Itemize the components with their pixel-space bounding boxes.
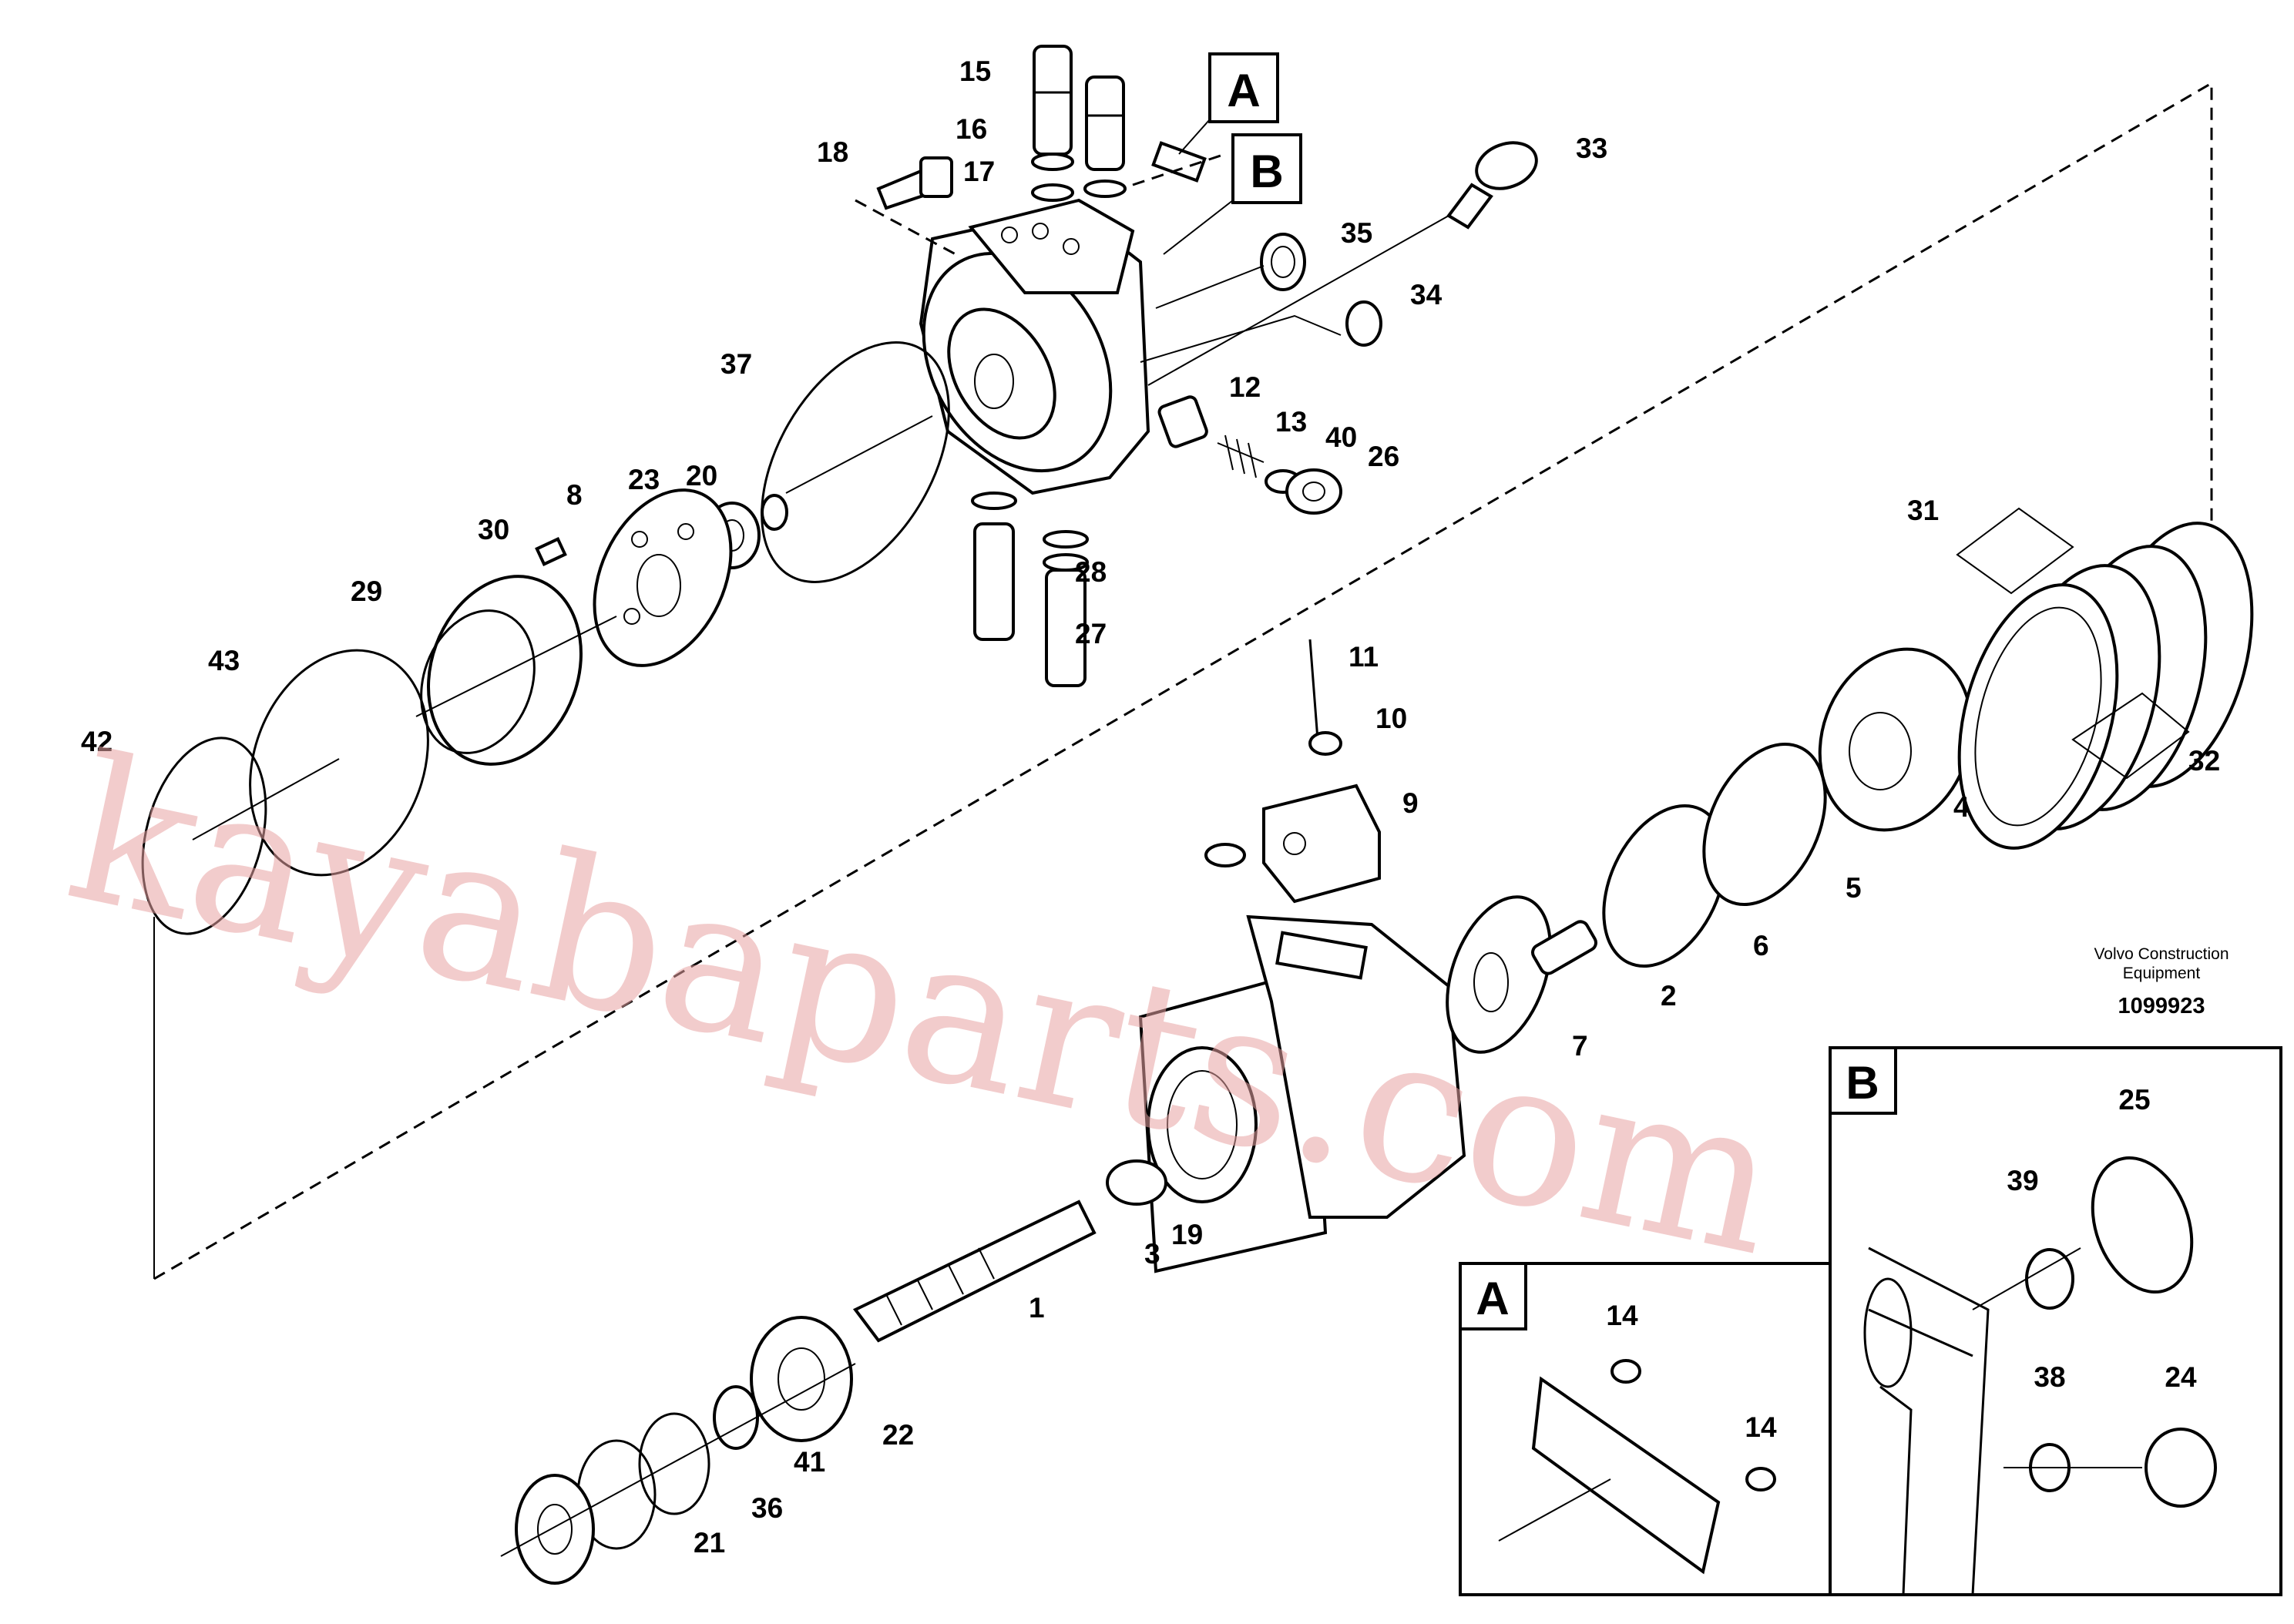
part-label: 18 bbox=[817, 136, 848, 168]
part-label: 22 bbox=[882, 1419, 914, 1451]
main-housing-group bbox=[500, 639, 1973, 1585]
detail-a-title: A bbox=[1476, 1273, 1509, 1324]
part-label: 23 bbox=[628, 464, 660, 495]
part-label: 10 bbox=[1375, 703, 1407, 734]
callout-b-label: B bbox=[1250, 146, 1283, 197]
part-label: 34 bbox=[1410, 279, 1443, 310]
assembly-axis-dashed bbox=[153, 81, 2213, 1280]
part-label: 27 bbox=[1075, 618, 1107, 649]
detail-b-label-0: 25 bbox=[2118, 1084, 2150, 1116]
brake-disc-pack bbox=[1956, 507, 2254, 850]
part-label: 7 bbox=[1572, 1030, 1588, 1062]
part-number-labels: 1 2 3 4 5 6 7 8 9 10 11 12 13 14 15 16 1… bbox=[81, 55, 2220, 1559]
part-label: 37 bbox=[720, 348, 752, 380]
detail-b-title: B bbox=[1846, 1057, 1879, 1109]
part-label: 19 bbox=[1171, 1219, 1203, 1250]
part-label: 29 bbox=[351, 575, 382, 607]
callout-a-box bbox=[1208, 52, 1279, 123]
detail-b-panel: B 25 39 38 24 bbox=[1829, 1046, 2282, 1596]
document-number: 1099923 bbox=[2118, 994, 2205, 1018]
valve-head-group bbox=[855, 45, 1538, 687]
part-label: 4 bbox=[1953, 791, 1970, 823]
part-label: 26 bbox=[1368, 441, 1399, 472]
credit-line-2: Equipment bbox=[2123, 965, 2201, 982]
part-label: 17 bbox=[963, 156, 995, 187]
part-label: 30 bbox=[478, 514, 509, 545]
detail-b-label-2: 38 bbox=[2034, 1361, 2065, 1393]
part-label: 28 bbox=[1075, 556, 1107, 588]
part-label: 13 bbox=[1275, 406, 1307, 438]
detail-a-label-0: 14 bbox=[1606, 1300, 1638, 1331]
callout-b-box bbox=[1231, 133, 1302, 204]
part-label: 42 bbox=[81, 726, 113, 757]
part-label: 43 bbox=[208, 645, 240, 676]
part-label: 11 bbox=[1349, 641, 1379, 673]
part-label: 33 bbox=[1576, 133, 1607, 164]
part-label: 5 bbox=[1846, 872, 1862, 904]
part-label: 16 bbox=[956, 113, 987, 145]
part-label: 41 bbox=[794, 1446, 825, 1478]
part-label: 3 bbox=[1144, 1238, 1160, 1270]
part-label: 1 bbox=[1029, 1292, 1045, 1324]
part-label: 12 bbox=[1229, 371, 1261, 403]
part-label: 40 bbox=[1325, 421, 1357, 453]
part-label: 9 bbox=[1402, 787, 1419, 819]
part-label: 15 bbox=[959, 55, 991, 87]
part-label: 8 bbox=[566, 479, 583, 511]
detail-b-label-1: 39 bbox=[2007, 1165, 2038, 1196]
part-label: 36 bbox=[751, 1492, 783, 1524]
credit-line-1: Volvo Construction bbox=[2094, 945, 2229, 963]
detail-b-label-3: 24 bbox=[2165, 1361, 2197, 1393]
callout-a-label: A bbox=[1227, 65, 1260, 116]
part-label: 32 bbox=[2188, 745, 2220, 777]
part-label: 20 bbox=[686, 460, 717, 492]
part-label: 2 bbox=[1661, 980, 1677, 1012]
part-label: 35 bbox=[1341, 217, 1372, 249]
detail-a-label-1: 14 bbox=[1745, 1411, 1777, 1443]
left-parts-chain bbox=[141, 341, 950, 935]
part-label: 21 bbox=[694, 1527, 725, 1559]
part-label: 6 bbox=[1753, 930, 1769, 961]
part-label: 31 bbox=[1907, 495, 1939, 526]
